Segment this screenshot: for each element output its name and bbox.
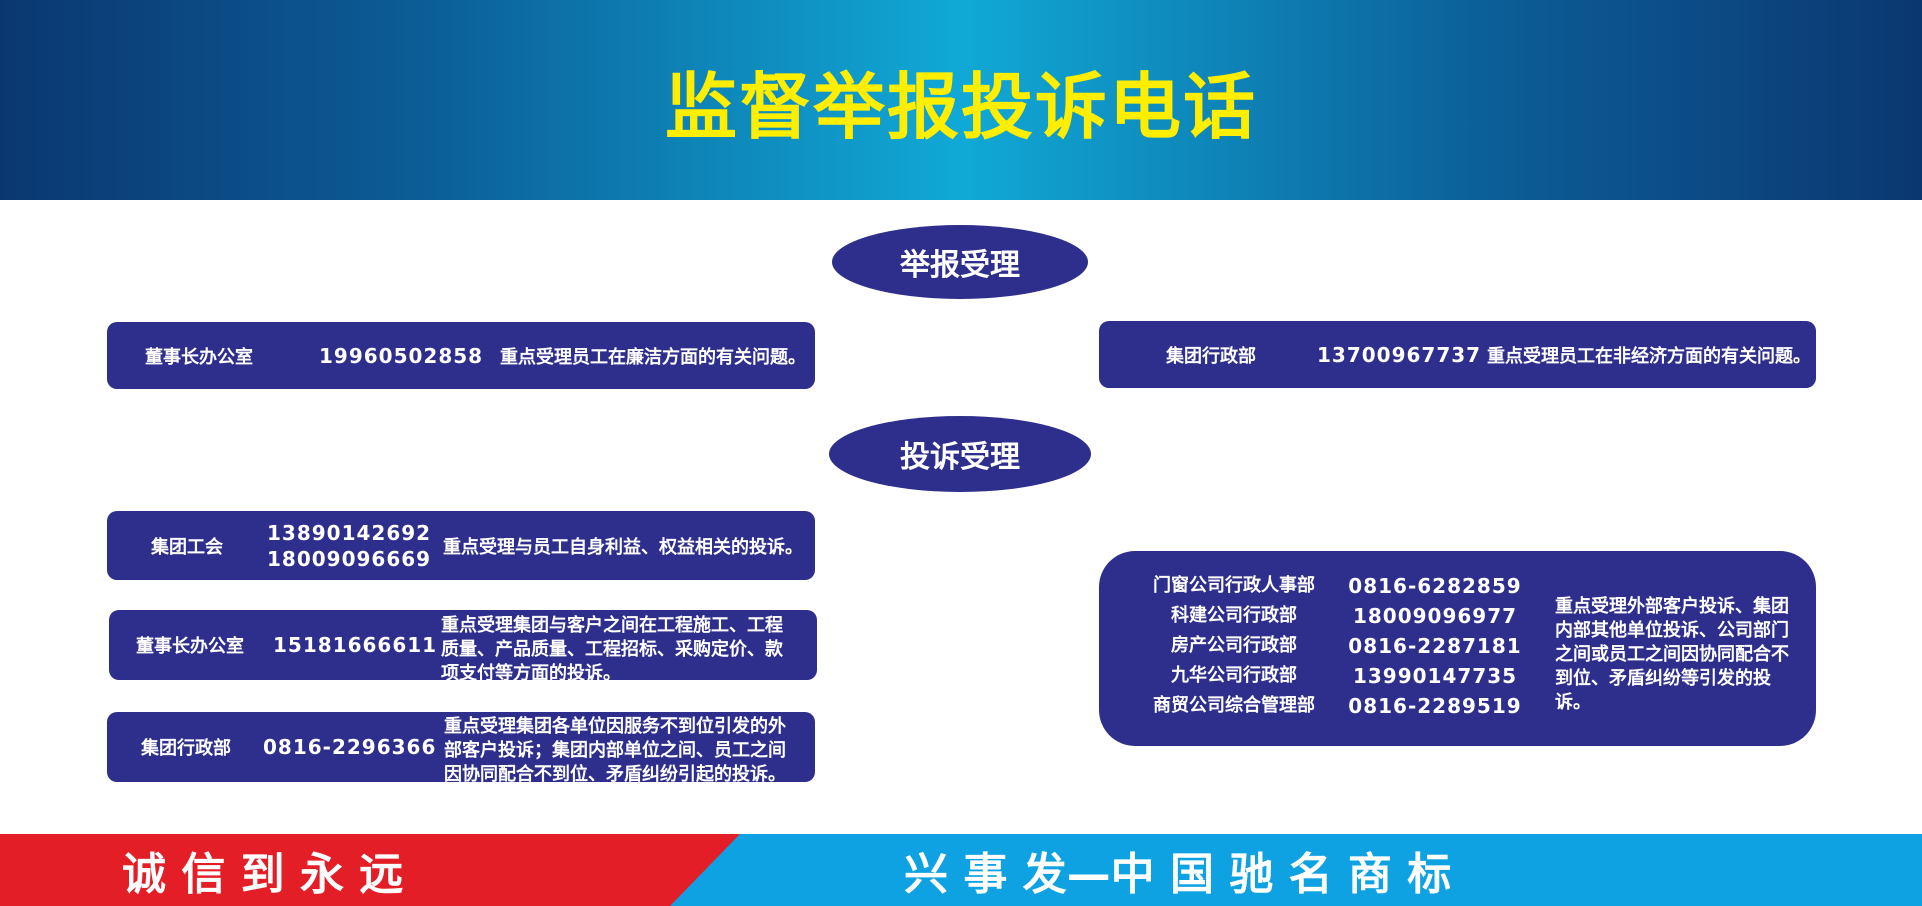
description-line: 到位、矛盾纠纷等引发的投 [1555,668,1771,689]
phone-number: 0816-2289519 [1348,694,1522,718]
dept-name: 董事长办公室 [145,346,253,368]
dept-name: 房产公司行政部 [1171,635,1297,656]
phone-number: 13890142692 [267,520,432,545]
section-title-report: 举报受理 [832,225,1088,299]
phone-list: 0816-6282859 18009096977 0816-2287181 13… [1347,571,1523,721]
description-line: 内部其他单位投诉、公司部门 [1555,620,1789,641]
dept-name: 集团工会 [151,536,223,558]
dept-name: 董事长办公室 [136,636,244,657]
footer-slogan-right: 兴 事 发—中 国 驰 名 商 标 [904,849,1452,900]
description: 重点受理与员工自身利益、权益相关的投诉。 [443,536,803,558]
report-card-left: 董事长办公室 19960502858 重点受理员工在廉洁方面的有关问题。 [107,322,815,389]
complaint-card-1: 集团工会 13890142692 18009096669 重点受理与员工自身利益… [107,511,815,580]
report-card-right: 集团行政部 13700967737 重点受理员工在非经济方面的有关问题。 [1099,321,1816,388]
dept-name: 科建公司行政部 [1171,605,1297,626]
phone-list: 13890142692 18009096669 [267,520,431,572]
description: 重点受理外部客户投诉、集团 内部其他单位投诉、公司部门 之间或员工之间因协同配合… [1555,595,1789,715]
description-line: 项支付等方面的投诉。 [441,663,621,684]
description: 重点受理集团各单位因服务不到位引发的外 部客户投诉；集团内部单位之间、员工之间 … [444,715,786,787]
dept-list: 门窗公司行政人事部 科建公司行政部 房产公司行政部 九华公司行政部 商贸公司综合… [1139,571,1329,721]
phone-number: 0816-2296366 [263,735,437,759]
complaint-card-2: 董事长办公室 15181666611 重点受理集团与客户之间在工程施工、工程 质… [109,610,817,684]
description-line: 重点受理集团各单位因服务不到位引发的外 [444,716,786,737]
phone-number: 13700967737 [1317,342,1482,367]
footer-red-band [0,834,760,906]
phone-number: 0816-6282859 [1348,574,1522,598]
footer-slogan-left: 诚 信 到 永 远 [122,849,404,900]
phone-number: 18009096977 [1352,604,1518,628]
phone-number: 19960502858 [319,343,484,368]
dept-name: 九华公司行政部 [1171,665,1297,686]
description: 重点受理员工在廉洁方面的有关问题。 [500,346,806,368]
description: 重点受理集团与客户之间在工程施工、工程 质量、产品质量、工程招标、采购定价、款 … [441,614,783,686]
section-title-complaint: 投诉受理 [829,416,1091,492]
complaint-card-3: 集团行政部 0816-2296366 重点受理集团各单位因服务不到位引发的外 部… [107,712,815,785]
header-banner [0,0,1922,200]
description-line: 部客户投诉；集团内部单位之间、员工之间 [444,740,786,761]
description-line: 重点受理外部客户投诉、集团 [1555,596,1789,617]
description-line: 之间或员工之间因协同配合不 [1555,644,1789,665]
dept-name: 集团行政部 [1166,345,1256,367]
phone-number: 15181666611 [273,633,438,657]
dept-name: 集团行政部 [141,738,231,759]
description-line: 诉。 [1555,692,1591,713]
phone-number: 0816-2287181 [1348,634,1522,658]
description-line: 质量、产品质量、工程招标、采购定价、款 [441,639,783,660]
dept-name: 门窗公司行政人事部 [1153,575,1315,596]
description-line: 重点受理集团与客户之间在工程施工、工程 [441,615,783,636]
phone-number: 13990147735 [1352,664,1518,688]
page-title: 监督举报投诉电话 [664,64,1257,149]
dept-name: 商贸公司综合管理部 [1153,695,1315,716]
footer-blue-band [670,834,1922,906]
description: 重点受理员工在非经济方面的有关问题。 [1487,345,1811,367]
description-line: 因协同配合不到位、矛盾纠纷引起的投诉。 [444,764,786,785]
phone-number: 18009096669 [267,546,432,571]
complaint-card-subsidiaries: 门窗公司行政人事部 科建公司行政部 房产公司行政部 九华公司行政部 商贸公司综合… [1099,551,1816,746]
